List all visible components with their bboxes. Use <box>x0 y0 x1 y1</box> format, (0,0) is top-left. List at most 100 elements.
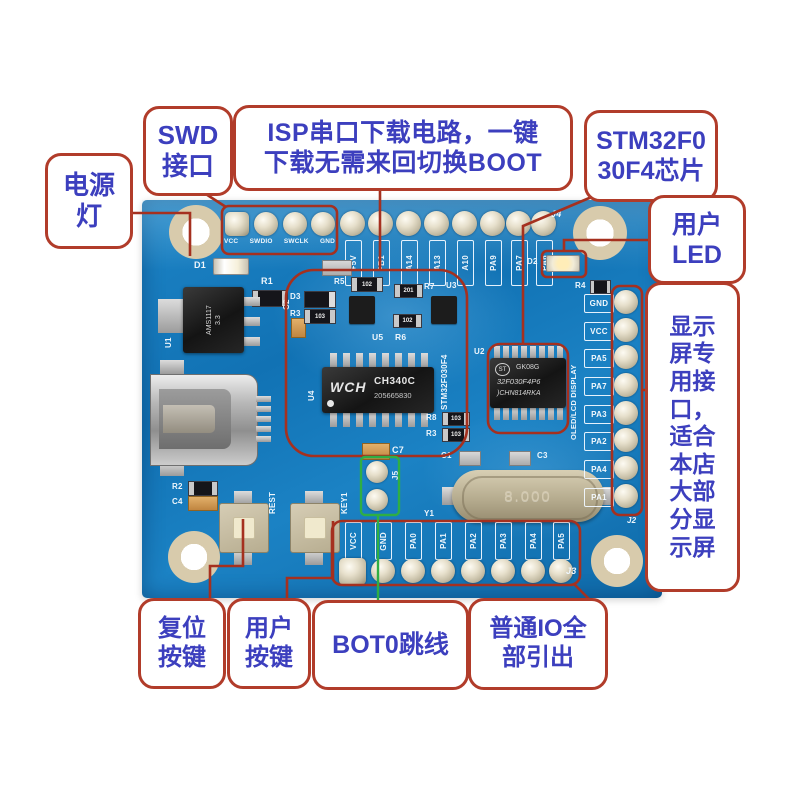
pin-label-box: PA2 <box>465 522 482 560</box>
pin <box>614 290 638 314</box>
pin-label-box: PA2 <box>584 432 614 451</box>
resistor <box>322 260 352 276</box>
pin-label-box: A14 <box>401 240 418 286</box>
pin-label-box: PA4 <box>525 522 542 560</box>
mounting-hole <box>168 531 220 583</box>
pin-label-box: PA7 <box>511 240 528 286</box>
pin-label-box: PA3 <box>495 522 512 560</box>
pin-label-box: PA0 <box>405 522 422 560</box>
pin-label: SWDIO <box>249 238 273 245</box>
silkscreen-j3: J3 <box>566 566 577 576</box>
chip-pin <box>330 353 337 368</box>
silkscreen-r1: R1 <box>261 276 273 286</box>
resistor: 201 <box>394 284 423 298</box>
button-leg <box>305 491 323 505</box>
pin-label-box: GND <box>375 522 392 560</box>
reset-button-core <box>233 517 255 539</box>
silkscreen-u5: U5 <box>372 332 384 342</box>
usb-leg <box>256 416 271 422</box>
pin <box>614 345 638 369</box>
pin-label-box: VCC <box>345 522 362 560</box>
chip-pin <box>494 407 500 420</box>
chip-pin <box>548 407 554 420</box>
jumper-pin <box>366 489 388 511</box>
chip-pin <box>421 353 428 368</box>
pin-label-box: PA4 <box>584 460 614 479</box>
silkscreen-j4: J4 <box>551 209 562 219</box>
chip-pin <box>539 407 545 420</box>
pin-label-box: PA7 <box>584 377 614 396</box>
mcu-marking-1: GK08G <box>516 364 540 371</box>
callout-power-light: 电源 灯 <box>45 153 133 249</box>
regulator-ams1117: AMS1117 3.3 <box>183 287 244 353</box>
pin <box>431 559 455 583</box>
transistor <box>349 296 375 324</box>
chip-pin <box>356 412 363 427</box>
resistor <box>188 481 218 496</box>
pin-label-box: PA5 <box>584 349 614 368</box>
silkscreen-r7: R7 <box>424 282 435 291</box>
usb-leg <box>256 426 271 432</box>
silkscreen-u3: U3 <box>446 281 457 290</box>
pin <box>368 211 393 236</box>
usb-leg <box>256 406 271 412</box>
st-logo: ST <box>495 363 510 376</box>
resistor: 103 <box>304 309 336 324</box>
callout-isp: ISP串口下载电路，一键 下载无需来回切换BOOT <box>233 105 573 191</box>
silkscreen-key1: KEY1 <box>340 492 349 514</box>
silkscreen-c7: C7 <box>392 445 404 455</box>
pin <box>340 211 365 236</box>
callout-display-port: 显示屏专用接口，适合本店大部分显示屏 <box>645 282 740 592</box>
silkscreen-r3: R3 <box>290 309 301 318</box>
resistor: 102 <box>351 277 383 292</box>
pin <box>614 428 638 452</box>
capacitor <box>362 443 390 460</box>
pin <box>461 559 485 583</box>
callout-user-button: 用户 按键 <box>227 598 311 689</box>
jumper-pin <box>366 461 388 483</box>
chip-pin <box>512 407 518 420</box>
pin <box>225 212 249 236</box>
wch-logo: WCH <box>330 379 367 395</box>
silkscreen-d1: D1 <box>194 260 206 270</box>
pin-label-box: GND <box>584 294 614 313</box>
chip-pin <box>382 353 389 368</box>
silkscreen-r4: R4 <box>575 281 586 290</box>
silkscreen-u2: U2 <box>474 347 485 356</box>
silkscreen-stm32: STM32F030F4 <box>440 354 449 410</box>
chip-pin <box>530 407 536 420</box>
pin1-dot <box>327 400 334 407</box>
usb-mini-connector <box>150 374 258 466</box>
pin <box>452 211 477 236</box>
chip-pin <box>395 412 402 427</box>
regulator-leg <box>244 317 260 326</box>
mcu-marking-3: )CHN814RKA <box>497 390 541 397</box>
pin-label-box: PA1 <box>435 522 452 560</box>
pin <box>283 212 307 236</box>
pin <box>506 211 531 236</box>
silkscreen-r5: R5 <box>334 277 345 286</box>
pin <box>614 484 638 508</box>
silkscreen-r2: R2 <box>172 482 183 491</box>
capacitor <box>509 451 531 466</box>
chip-pin <box>382 412 389 427</box>
chip-ch340c: WCH CH340C 205665830 <box>322 367 434 413</box>
pin <box>311 212 335 236</box>
regulator-leg <box>244 297 260 306</box>
pin <box>254 212 278 236</box>
pin <box>401 559 425 583</box>
chip-pin <box>330 412 337 427</box>
silkscreen-oled: OLED/LCD DISPLAY <box>569 364 578 441</box>
capacitor <box>459 451 481 466</box>
callout-gpio: 普通IO全 部引出 <box>468 598 608 690</box>
diode <box>304 291 336 308</box>
mcu-marking-2: 32F030F4P6 <box>497 377 541 386</box>
callout-mcu-chip: STM32F0 30F4芯片 <box>584 110 718 202</box>
led-d2 <box>546 255 580 272</box>
chip-part-number: CH340C <box>374 376 416 387</box>
silkscreen-rest: REST <box>268 491 277 515</box>
pin <box>396 211 421 236</box>
mounting-hole <box>573 206 627 260</box>
chip-pin <box>356 353 363 368</box>
